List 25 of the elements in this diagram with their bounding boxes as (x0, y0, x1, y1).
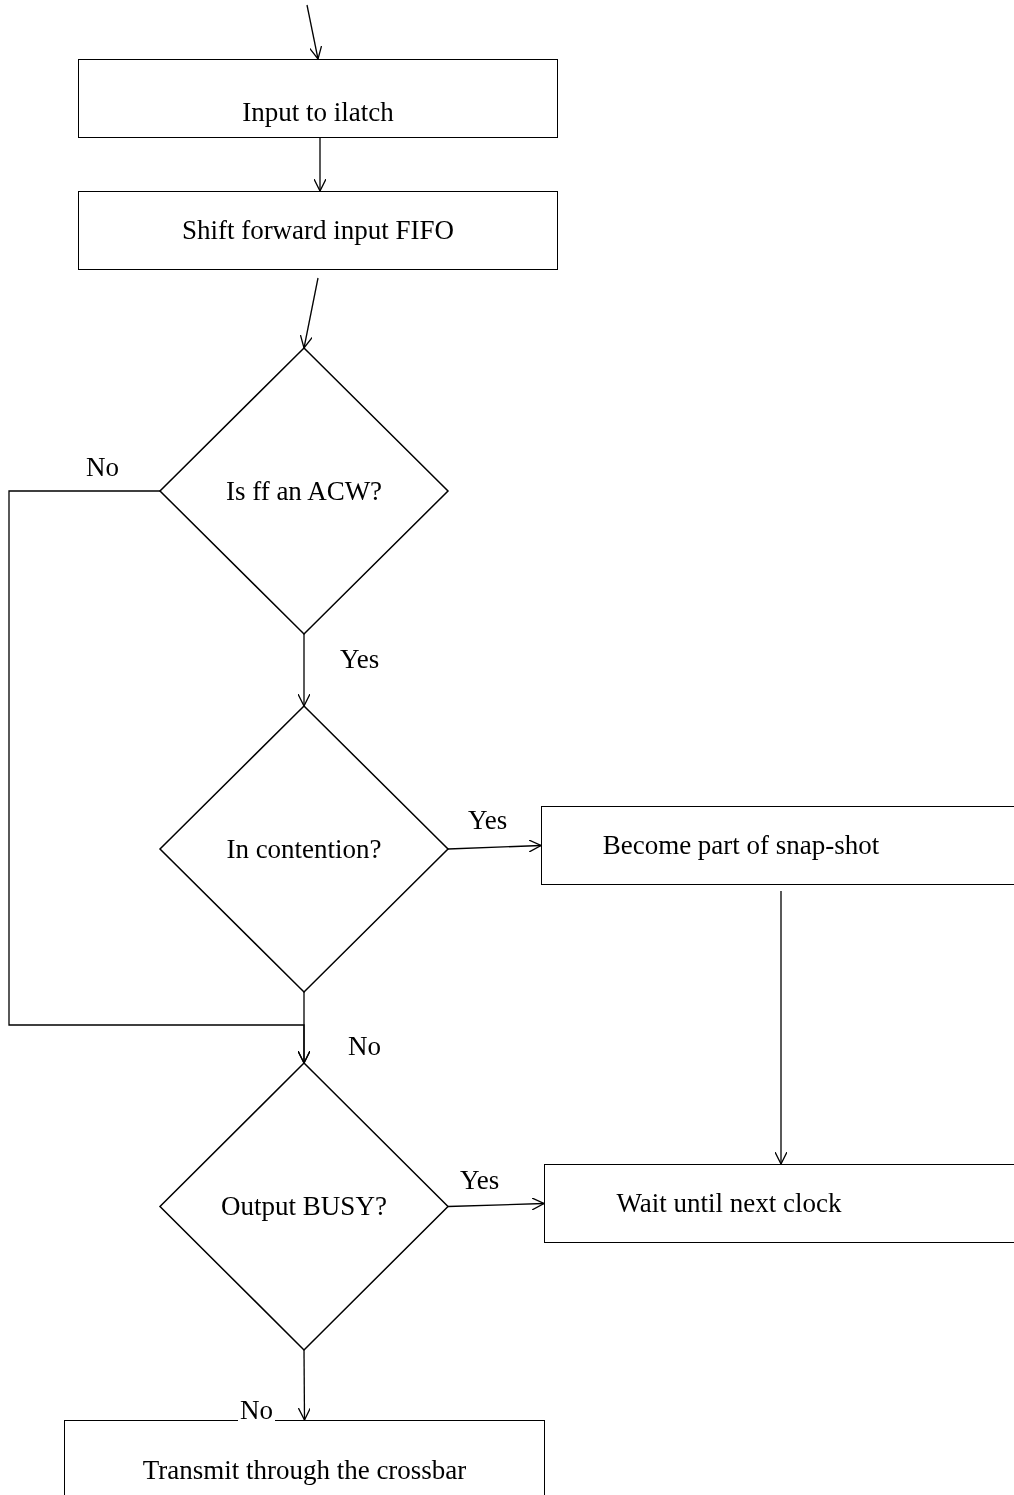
arrow (297, 991, 311, 1064)
decision-diamond (160, 1063, 448, 1350)
arrow (447, 839, 542, 853)
box-label: Input to ilatch (242, 97, 394, 128)
box-label: Wait until next clock (616, 1188, 842, 1219)
arrow (306, 4, 323, 60)
arrow (297, 1349, 312, 1421)
decision-label: Is ff an ACW? (225, 475, 383, 507)
box-label: Shift forward input FIFO (181, 215, 455, 246)
arrow (774, 890, 788, 1165)
decision-diamond (160, 706, 448, 992)
decision-label: In contention? (226, 833, 382, 865)
process-box (78, 191, 558, 270)
arrow (313, 137, 327, 192)
process-box (544, 1164, 1014, 1243)
box-label: Transmit through the crossbar (142, 1454, 467, 1486)
decision-label: Output BUSY? (221, 1191, 387, 1222)
process-box (78, 59, 558, 138)
process-box (541, 806, 1014, 885)
arrow (447, 1197, 545, 1211)
process-box (64, 1420, 545, 1495)
box-label: Become part of snap-shot (602, 830, 880, 861)
decision-diamond (160, 348, 448, 634)
arrow (299, 277, 319, 349)
arrow (297, 633, 311, 707)
